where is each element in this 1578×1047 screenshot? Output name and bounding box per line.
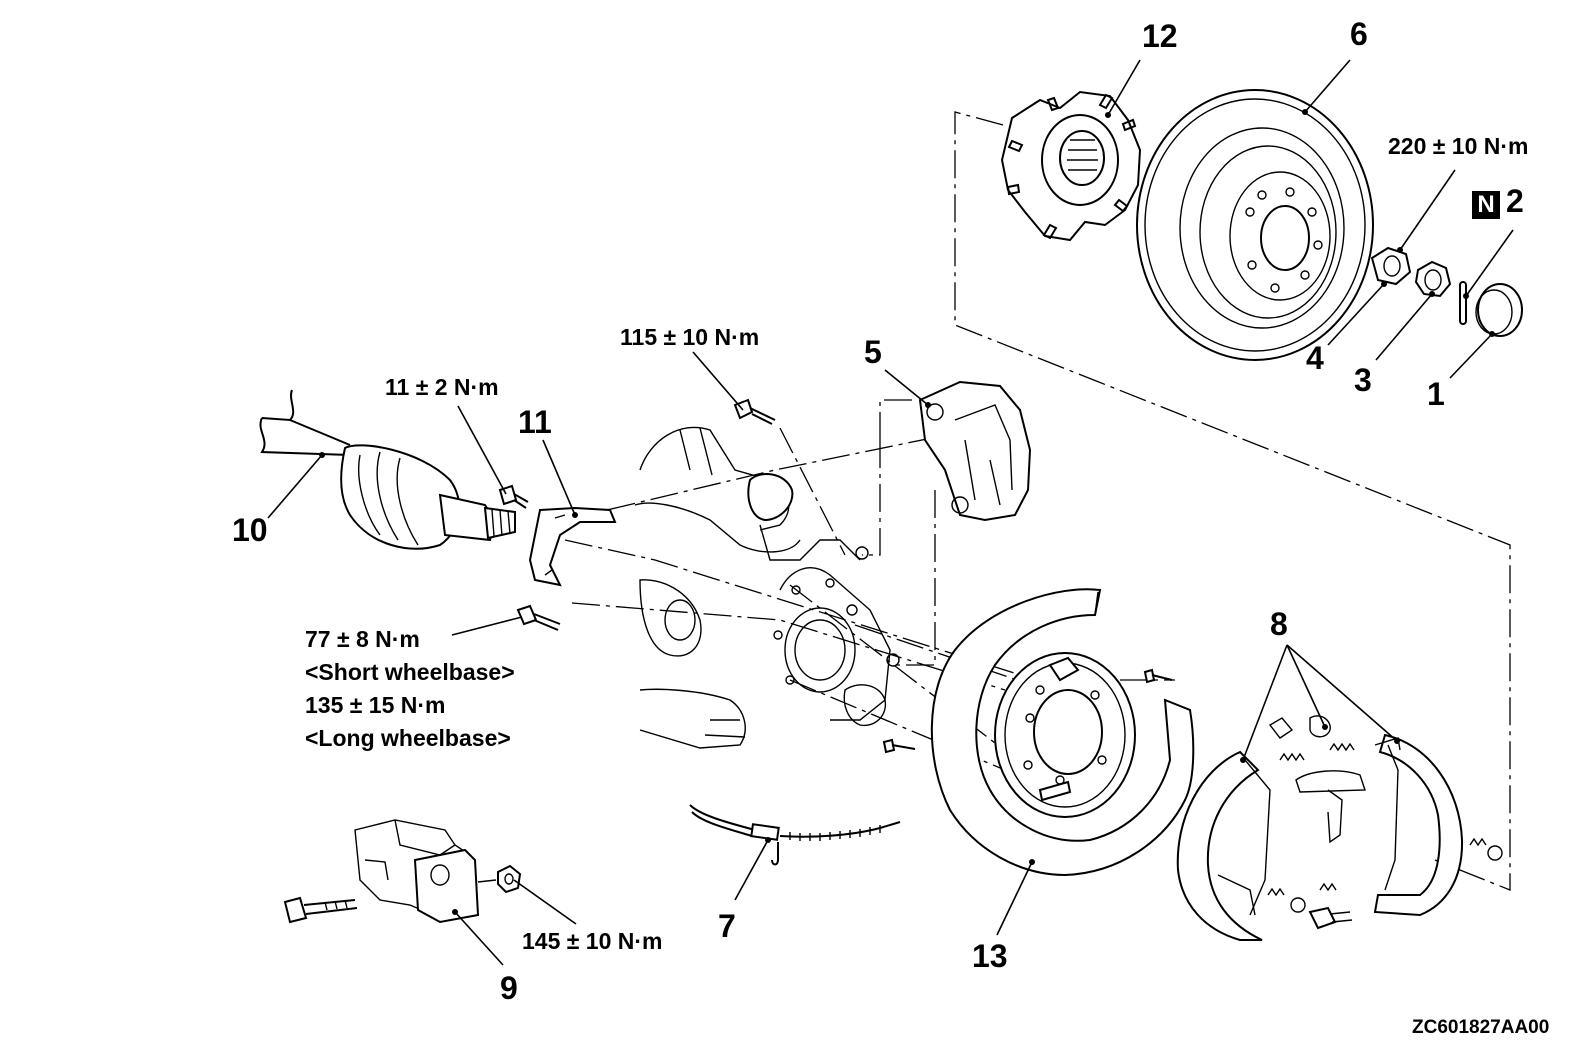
new-part-marker: N — [1472, 191, 1500, 219]
brake-caliper — [918, 380, 1032, 522]
backing-plate-bolts — [882, 668, 1173, 754]
figure-code: ZC601827AA00 — [1412, 1017, 1550, 1038]
caliper-bolt — [733, 398, 776, 425]
torque-bracket-nut: 145 ± 10 N·m — [522, 928, 663, 954]
torque-caliper-bolt: 115 ± 10 N·m — [620, 324, 760, 350]
dust-cap — [1475, 283, 1523, 337]
part-label-4: 4 — [1306, 340, 1324, 376]
part-label-5: 5 — [864, 334, 882, 370]
torque-lower-bolt: 77 ± 8 N·m — [305, 626, 420, 652]
hub-nut — [1370, 246, 1412, 286]
part-label-3: 3 — [1354, 362, 1372, 398]
part-label-13: 13 — [972, 938, 1008, 974]
torque-driveshaft-bolt: 11 ± 2 N·m — [385, 374, 499, 400]
mounting-bracket — [354, 819, 480, 924]
brake-shoe-set — [1176, 715, 1503, 941]
lower-bolt — [516, 604, 561, 631]
note-short-wheelbase: <Short wheelbase> — [305, 659, 515, 685]
bracket-nut — [477, 864, 522, 894]
driveshaft — [259, 389, 516, 550]
part-label-2-number: 2 — [1506, 183, 1524, 219]
part-label-6: 6 — [1350, 16, 1368, 52]
note-long-wheelbase: <Long wheelbase> — [305, 725, 511, 751]
brake-disc — [1136, 89, 1374, 361]
parking-brake-cable — [689, 804, 901, 866]
part-label-9: 9 — [500, 970, 518, 1006]
shield-bracket — [528, 506, 617, 587]
wheel-hub — [1000, 90, 1142, 242]
split-pin — [1459, 281, 1467, 325]
part-label-11: 11 — [518, 404, 552, 440]
lock-cap — [1414, 260, 1452, 298]
part-label-7: 7 — [718, 908, 736, 944]
torque-hub-nut: 220 ± 10 N·m — [1388, 133, 1529, 159]
part-label-10: 10 — [232, 512, 268, 548]
torque-lower-bolt-long: 135 ± 15 N·m — [305, 692, 446, 718]
leader-lines — [267, 59, 1514, 966]
part-label-1: 1 — [1427, 376, 1445, 412]
part-label-12: 12 — [1142, 18, 1178, 54]
bracket-bolt — [283, 896, 358, 924]
knuckle-housing — [634, 426, 900, 749]
backing-plate — [930, 588, 1195, 877]
part-label-8: 8 — [1270, 606, 1288, 642]
